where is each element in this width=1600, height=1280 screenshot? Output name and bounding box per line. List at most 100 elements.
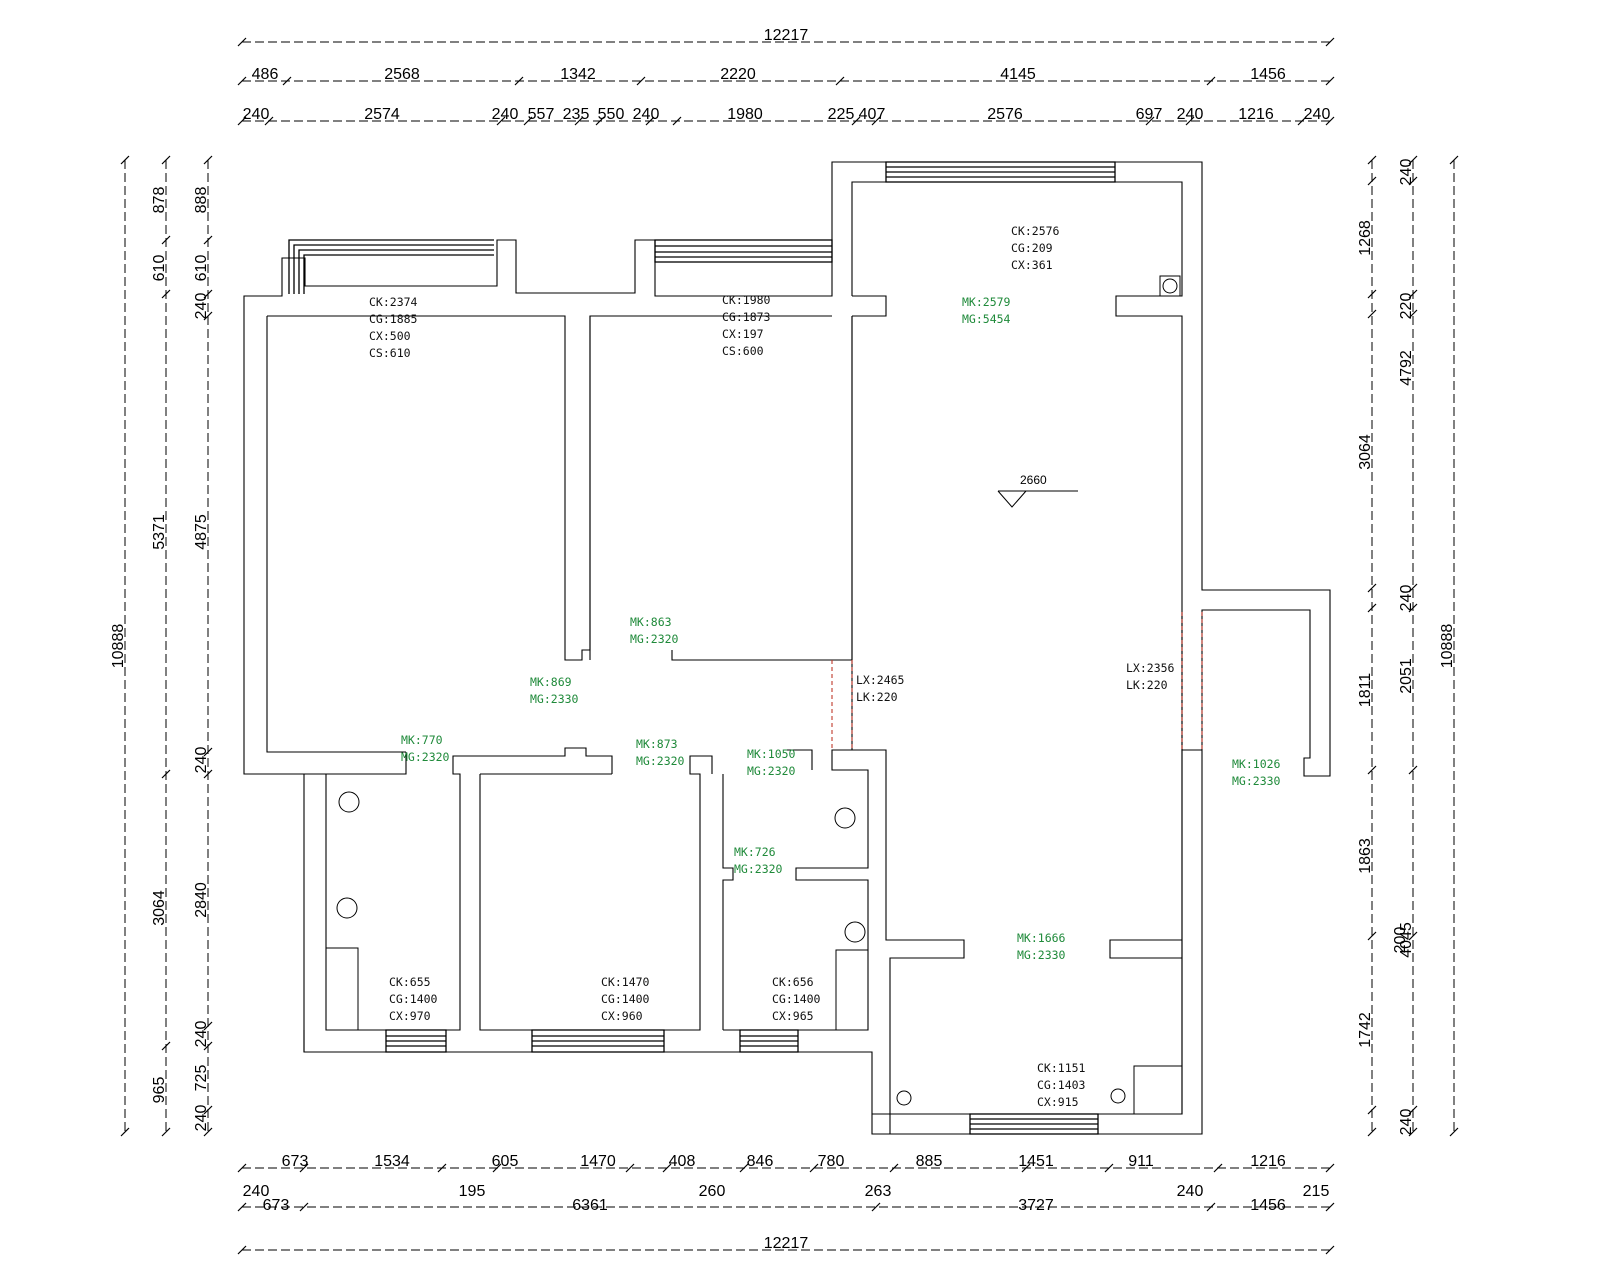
note-door-mk: MK:726 <box>734 845 776 859</box>
note-door-mk: MK:863 <box>630 615 672 629</box>
dim-left2-1: 610 <box>151 255 168 282</box>
shaft-box <box>1133 1065 1183 1115</box>
note-bedroom-mid-cs: CS:600 <box>722 344 764 358</box>
dim-bot1-10: 1216 <box>1250 1153 1286 1170</box>
dim-right1-1: 3064 <box>1357 434 1374 470</box>
note-win1-ck: CK:655 <box>389 975 431 989</box>
note-door-mg: MG:5454 <box>962 312 1011 326</box>
dim-bot2u-4: 240 <box>1177 1183 1204 1200</box>
dim-right1-2: 1811 <box>1357 673 1374 708</box>
pipe-icon <box>1162 278 1178 294</box>
note-door-mk: MK:869 <box>530 675 572 689</box>
note-lintel2-lk: LK:220 <box>1126 678 1168 692</box>
dim-right2-0: 240 <box>1398 159 1415 186</box>
shaft-box <box>1159 275 1181 297</box>
dim-right1-0: 1268 <box>1357 220 1374 256</box>
dim-left3-2: 240 <box>193 293 210 320</box>
openings <box>831 612 1203 750</box>
dim-left3-3: 4875 <box>193 514 210 550</box>
pipe-icon <box>834 807 856 829</box>
dim-top2-6: 240 <box>633 106 660 123</box>
note-living-top-cx: CX:361 <box>1011 258 1053 272</box>
note-door-mg: MG:2320 <box>734 862 783 876</box>
fixtures <box>325 275 1183 1115</box>
dim-bot2u-3: 263 <box>865 1183 892 1200</box>
note-win2-ck: CK:1470 <box>601 975 650 989</box>
dimension-labels: 12217 486 2568 1342 2220 4145 1456 240 2… <box>110 27 1456 1252</box>
pipe-icon <box>336 897 358 919</box>
note-bedroom-mid-cx: CX:197 <box>722 327 764 341</box>
note-door-mk: MK:873 <box>636 737 678 751</box>
dim-left3-1: 610 <box>193 255 210 282</box>
note-door-mg: MG:2330 <box>530 692 579 706</box>
dim-top2-4: 235 <box>563 106 590 123</box>
dim-top2-2: 240 <box>492 106 519 123</box>
dim-left2-0: 878 <box>151 187 168 214</box>
dim-right2-3: 240 <box>1398 585 1415 612</box>
dim-bot2l-3: 1456 <box>1250 1197 1286 1214</box>
dim-top2-10: 2576 <box>987 106 1023 123</box>
annotations-black: CK:2374 CG:1885 CX:500 CS:610 CK:1980 CG… <box>369 224 1175 1109</box>
dim-top2-0: 240 <box>243 106 270 123</box>
dim-right2-2: 4792 <box>1398 350 1415 386</box>
dim-top1-2: 1342 <box>560 66 596 83</box>
dim-top1-0: 486 <box>252 66 279 83</box>
note-bedroom-left-cs: CS:610 <box>369 346 411 360</box>
window-bedroom-middle <box>654 239 833 263</box>
note-win3-cx: CX:965 <box>772 1009 814 1023</box>
dim-left2-3: 3064 <box>151 890 168 926</box>
dim-right1-4: 1742 <box>1357 1012 1374 1048</box>
pipe-icon <box>1110 1088 1126 1104</box>
window-living-top <box>885 161 1116 183</box>
note-win2-cx: CX:960 <box>601 1009 643 1023</box>
dim-bot1-4: 408 <box>669 1153 696 1170</box>
dim-top2-8: 225 <box>828 106 855 123</box>
dim-left3-5: 2840 <box>193 882 210 918</box>
note-door-mg: MG:2330 <box>1017 948 1066 962</box>
dim-bot2u-1: 195 <box>459 1183 486 1200</box>
dim-right2-1: 220 <box>1398 293 1415 320</box>
note-lintel2-lx: LX:2356 <box>1126 661 1175 675</box>
dim-bot1-1: 1534 <box>374 1153 410 1170</box>
level-mark: 2660 <box>997 473 1078 508</box>
dim-bot1-0: 673 <box>282 1153 309 1170</box>
dim-top2-11: 697 <box>1136 106 1163 123</box>
dim-bot1-6: 780 <box>818 1153 845 1170</box>
dim-left3-7: 725 <box>193 1065 210 1092</box>
note-win4-cx: CX:915 <box>1037 1095 1079 1109</box>
dim-bot1-9: 911 <box>1128 1153 1154 1170</box>
dim-left2-2: 5371 <box>151 514 168 550</box>
bedroom-wall-bottom <box>304 752 407 775</box>
bedroom-left-inner <box>267 315 832 661</box>
note-bedroom-left-cg: CG:1885 <box>369 312 417 326</box>
note-bedroom-mid-cg: CG:1873 <box>722 310 771 324</box>
note-door-mk: MK:1050 <box>747 747 796 761</box>
level-value: 2660 <box>1020 473 1047 487</box>
note-lintel1-lx: LX:2465 <box>856 673 904 687</box>
note-door-mk: MK:1666 <box>1017 931 1066 945</box>
dim-right2-4: 2051 <box>1398 658 1415 694</box>
dim-top2-14: 240 <box>1304 106 1331 123</box>
dim-left3-0: 888 <box>193 187 210 214</box>
note-win1-cg: CG:1400 <box>389 992 438 1006</box>
dim-top1-5: 1456 <box>1250 66 1286 83</box>
dim-bot2u-2: 260 <box>699 1183 726 1200</box>
dim-right-total: 10888 <box>1439 624 1456 669</box>
pipe-icon <box>338 791 360 813</box>
dim-right2-6: 4045 <box>1398 922 1415 958</box>
dim-bot1-3: 1470 <box>580 1153 616 1170</box>
window-bottom-1 <box>385 1029 447 1053</box>
dim-top2-3: 557 <box>528 106 555 123</box>
note-win4-cg: CG:1403 <box>1037 1078 1086 1092</box>
dim-bot2u-0: 240 <box>243 1183 270 1200</box>
dim-bot2l-1: 6361 <box>572 1197 608 1214</box>
windows <box>288 161 1116 1135</box>
outer-wall <box>243 161 1331 1135</box>
dim-right2-5: 200 <box>1392 927 1409 954</box>
dim-bot1-5: 846 <box>747 1153 774 1170</box>
dim-top2-12: 240 <box>1177 106 1204 123</box>
shaft-box <box>835 949 869 1031</box>
note-door-mg: MG:2320 <box>636 754 685 768</box>
annotations-green: MK:2579 MG:5454 MK:863 MG:2320 MK:869 MG… <box>401 295 1281 962</box>
